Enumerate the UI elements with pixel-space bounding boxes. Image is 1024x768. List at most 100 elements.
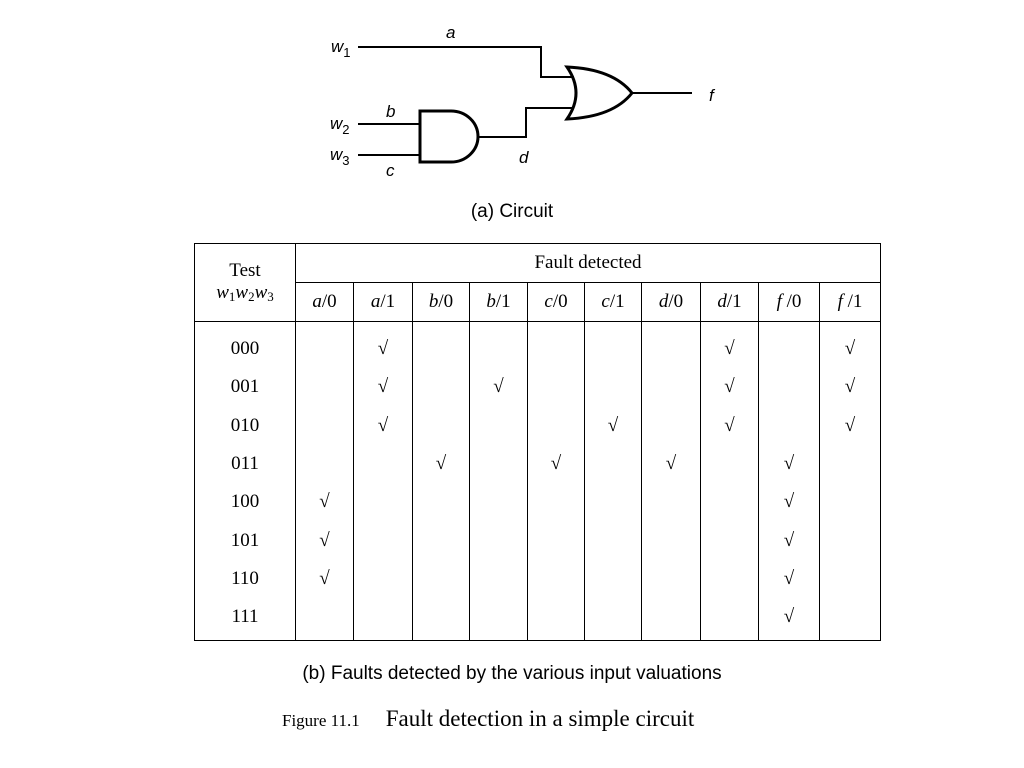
empty-cell <box>412 406 470 445</box>
table-body: 000√√√001√√√√010√√√√011√√√√100√√101√√110… <box>194 321 881 642</box>
test-header-label: Test <box>229 260 261 281</box>
test-value: 000 <box>194 321 296 369</box>
figure-title: Fault detection in a simple circuit <box>385 706 695 731</box>
wire-label-a: a <box>446 23 455 42</box>
column-header-f-0: f /0 <box>758 282 820 322</box>
check-mark: √ <box>758 521 820 560</box>
test-var-w2: w2 <box>235 282 255 304</box>
empty-cell <box>469 598 528 642</box>
test-value: 100 <box>194 483 296 522</box>
check-mark: √ <box>819 321 881 369</box>
check-mark: √ <box>469 368 528 407</box>
circuit-diagram: w1 w2 w3 a b c d f <box>330 23 716 180</box>
table-row: 110√√ <box>194 559 881 599</box>
empty-cell <box>641 368 701 407</box>
check-mark: √ <box>527 444 585 484</box>
wire-label-c: c <box>386 161 395 180</box>
table-row: 111√ <box>194 598 881 642</box>
check-mark: √ <box>353 406 413 445</box>
check-mark: √ <box>819 368 881 407</box>
test-value: 110 <box>194 559 296 599</box>
empty-cell <box>758 321 820 369</box>
check-mark: √ <box>700 321 759 369</box>
column-header-c-1: c/1 <box>584 282 642 322</box>
wire-d <box>478 107 574 138</box>
check-mark: √ <box>758 444 820 484</box>
check-mark: √ <box>295 483 354 522</box>
empty-cell <box>469 321 528 369</box>
empty-cell <box>641 406 701 445</box>
empty-cell <box>700 444 759 484</box>
empty-cell <box>819 559 881 599</box>
column-header-a-1: a/1 <box>353 282 413 322</box>
empty-cell <box>295 444 354 484</box>
test-value: 011 <box>194 444 296 484</box>
check-mark: √ <box>584 406 642 445</box>
empty-cell <box>700 598 759 642</box>
empty-cell <box>527 483 585 522</box>
column-header-b-0: b/0 <box>412 282 470 322</box>
check-mark: √ <box>412 444 470 484</box>
table-row: 101√√ <box>194 521 881 560</box>
check-mark: √ <box>295 559 354 599</box>
column-header-d-0: d/0 <box>641 282 701 322</box>
wire-label-f: f <box>709 86 716 105</box>
column-header-a-0: a/0 <box>295 282 354 322</box>
input-label-w2: w2 <box>330 114 350 137</box>
empty-cell <box>469 521 528 560</box>
empty-cell <box>353 521 413 560</box>
empty-cell <box>469 406 528 445</box>
test-var-w1: w1 <box>216 282 236 304</box>
column-header-b-1: b/1 <box>469 282 528 322</box>
wire-label-d: d <box>519 148 529 167</box>
test-value: 001 <box>194 368 296 407</box>
empty-cell <box>584 444 642 484</box>
empty-cell <box>353 598 413 642</box>
empty-cell <box>412 368 470 407</box>
empty-cell <box>527 321 585 369</box>
table-row: 100√√ <box>194 483 881 522</box>
column-header-c-0: c/0 <box>527 282 585 322</box>
input-label-w1: w1 <box>331 37 351 60</box>
check-mark: √ <box>700 368 759 407</box>
empty-cell <box>353 559 413 599</box>
circuit-caption: (a) Circuit <box>470 201 554 222</box>
empty-cell <box>819 483 881 522</box>
input-label-w3: w3 <box>330 145 350 168</box>
empty-cell <box>469 444 528 484</box>
empty-cell <box>584 368 642 407</box>
empty-cell <box>295 406 354 445</box>
column-header-d-1: d/1 <box>700 282 759 322</box>
test-value: 111 <box>194 598 296 642</box>
check-mark: √ <box>819 406 881 445</box>
empty-cell <box>641 559 701 599</box>
check-mark: √ <box>758 559 820 599</box>
empty-cell <box>412 598 470 642</box>
empty-cell <box>527 521 585 560</box>
test-value: 101 <box>194 521 296 560</box>
empty-cell <box>295 321 354 369</box>
check-mark: √ <box>641 444 701 484</box>
empty-cell <box>469 559 528 599</box>
table-row: 001√√√√ <box>194 368 881 407</box>
empty-cell <box>469 483 528 522</box>
empty-cell <box>700 483 759 522</box>
empty-cell <box>758 406 820 445</box>
fault-detected-header: Fault detected <box>295 243 881 283</box>
test-value: 010 <box>194 406 296 445</box>
empty-cell <box>819 521 881 560</box>
empty-cell <box>412 321 470 369</box>
empty-cell <box>584 321 642 369</box>
check-mark: √ <box>700 406 759 445</box>
check-mark: √ <box>758 483 820 522</box>
empty-cell <box>412 483 470 522</box>
column-header-f-1: f /1 <box>819 282 881 322</box>
empty-cell <box>584 559 642 599</box>
empty-cell <box>819 444 881 484</box>
empty-cell <box>584 521 642 560</box>
empty-cell <box>641 598 701 642</box>
empty-cell <box>584 483 642 522</box>
empty-cell <box>819 598 881 642</box>
